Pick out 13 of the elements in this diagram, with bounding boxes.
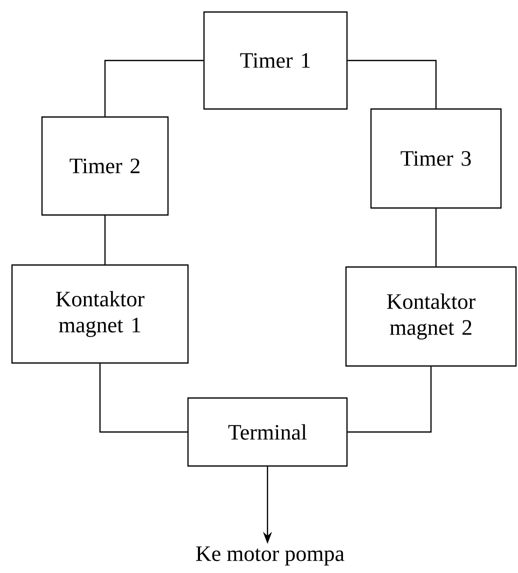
connector-line [348,60,437,108]
output-label: Ke motor pompa [196,546,344,566]
process-box: Kontaktor magnet 1 [11,264,189,364]
process-box: Timer 1 [203,11,348,110]
connector-line [435,208,437,266]
process-box: Timer 3 [370,108,502,209]
connector-line [104,216,106,264]
process-box: Terminal [187,397,348,467]
connector-line [99,364,188,433]
connector-line [104,60,204,116]
process-box: Kontaktor magnet 2 [345,266,517,367]
connector-line [348,366,432,433]
process-box: Timer 2 [41,116,169,216]
